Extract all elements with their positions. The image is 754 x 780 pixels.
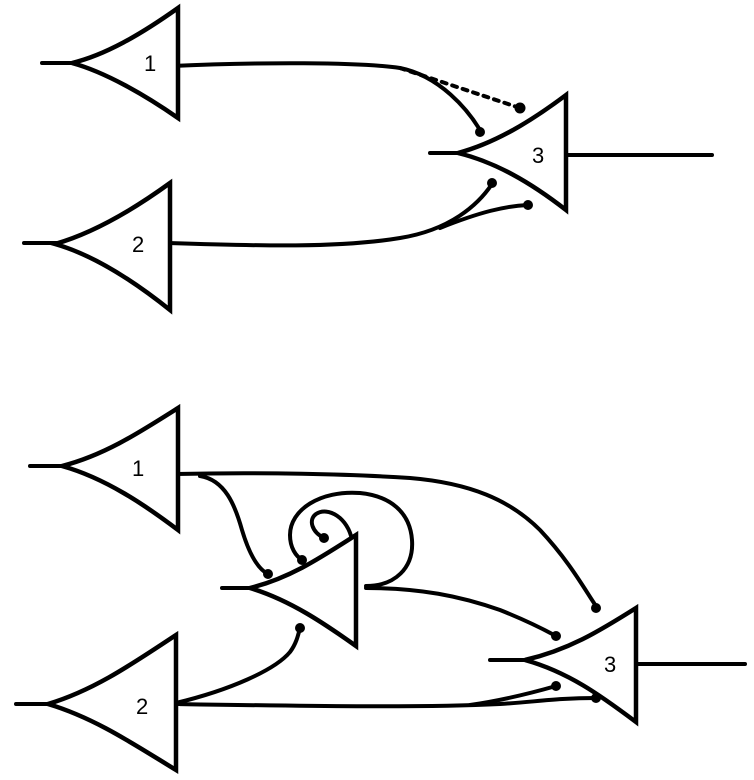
synapse-dot (475, 127, 485, 137)
neuron-3: 3 (457, 90, 569, 215)
axon-1-to-3 (170, 61, 482, 132)
neuron-label: 2 (136, 694, 148, 719)
recurrent-loop-inner (309, 509, 354, 542)
axon-2-to-3 (174, 696, 598, 709)
axon-mid-to-3 (364, 586, 558, 638)
neuron-label: 1 (144, 51, 156, 76)
axon-2-to-3-branch (438, 203, 530, 230)
axon-1-to-3-inhibitory (398, 66, 522, 110)
neuron-mid (241, 530, 359, 651)
recurrent-loop (288, 490, 415, 588)
neuron-label: 1 (132, 456, 144, 481)
axon-1-to-3 (174, 471, 598, 608)
neuron-2: 2 2 (46, 178, 173, 315)
neuron-label: 3 (604, 652, 616, 677)
neuron-3: 3 (524, 603, 639, 727)
synapse-dot (514, 102, 526, 114)
synapse-dot (487, 178, 497, 188)
synapse-dot (523, 200, 533, 210)
synapse-dot (297, 555, 307, 565)
neuron-1: 1 (71, 3, 181, 123)
synapse-dot (295, 623, 305, 633)
diagram-bottom: 1 2 3 (14, 403, 747, 775)
synapse-dot (551, 681, 561, 691)
neuron-1: 1 (53, 403, 181, 535)
synapse-dot (263, 569, 273, 579)
synapse-dot (591, 603, 601, 613)
diagram-top: 1 2 2 3 (22, 3, 714, 315)
neuron-2: 2 (40, 630, 179, 775)
synapse-dot (319, 533, 329, 543)
neuron-label: 2 (132, 232, 144, 257)
axon-2-to-mid (174, 626, 302, 705)
axon-2-to-3-branch (468, 684, 558, 707)
axon-2-to-3 (166, 182, 494, 248)
neuron-label: 3 (532, 143, 544, 168)
synapse-dot (551, 631, 561, 641)
axon-1-to-mid (198, 474, 270, 576)
